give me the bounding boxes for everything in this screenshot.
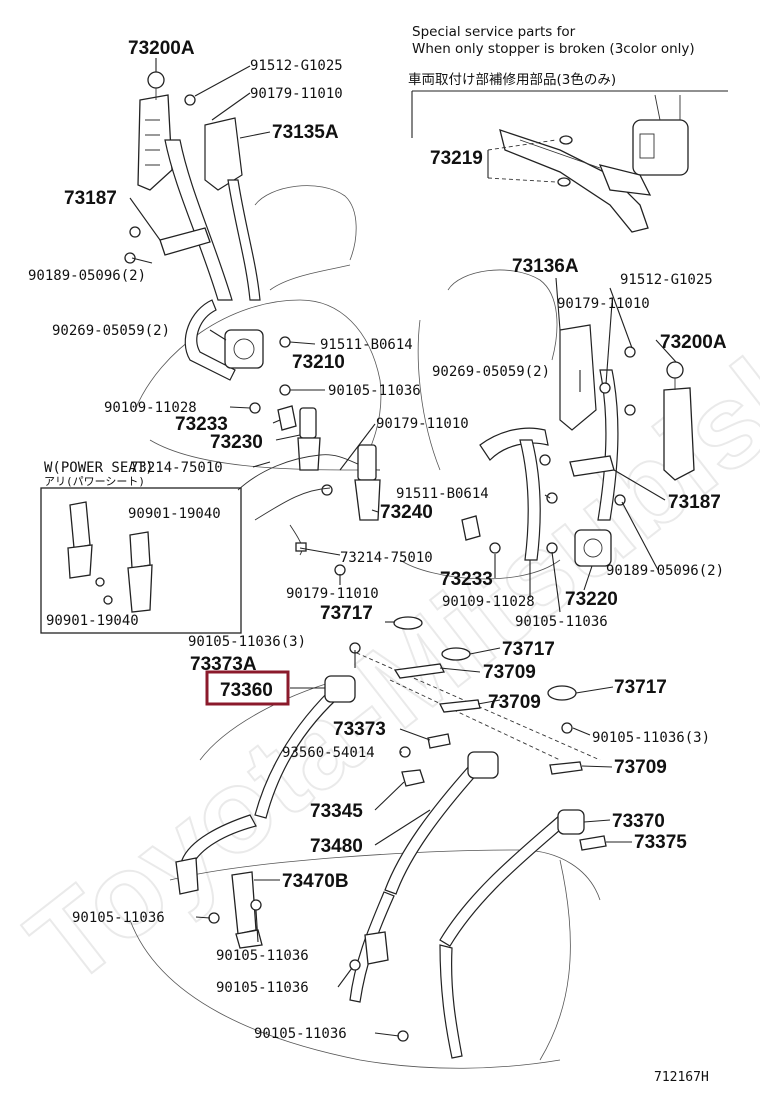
label-90105-11036-h: 90105-11036 <box>254 1026 347 1042</box>
label-90105-11036-d: 90105-11036(3) <box>592 730 710 746</box>
right-seat-outline <box>399 269 561 580</box>
label-73187-right: 73187 <box>668 492 721 513</box>
label-73220: 73220 <box>565 589 618 610</box>
note-line-2: When only stopper is broken (3color only… <box>412 41 695 57</box>
label-73240: 73240 <box>380 502 433 523</box>
label-90179-11010-right: 90179-11010 <box>557 296 650 312</box>
anchor-73200A-left <box>137 71 173 191</box>
label-90179-11010-low: 90179-11010 <box>286 586 379 602</box>
label-73717-a: 73717 <box>320 603 373 624</box>
highlighted-part-73360[interactable]: 73360 <box>205 670 290 706</box>
rear-small-parts <box>208 616 607 1042</box>
label-90901-19040-a: 90901-19040 <box>128 506 221 522</box>
label-73233-right: 73233 <box>440 569 493 590</box>
label-90269-05059-left: 90269-05059(2) <box>52 323 170 339</box>
label-93560-54014: 93560-54014 <box>282 745 375 761</box>
label-73233-left: 73233 <box>175 414 228 435</box>
power-seat-inset <box>40 487 242 634</box>
inset-title-1: W(POWER SEAT) <box>44 460 154 476</box>
figure-code: 712167H <box>654 1070 709 1085</box>
anchor-73200A-right <box>663 361 695 481</box>
bolts-right <box>489 346 636 554</box>
belt-73136A <box>479 324 619 561</box>
label-73345: 73345 <box>310 801 363 822</box>
label-90901-19040-b: 90901-19040 <box>46 613 139 629</box>
label-90269-05059-right: 90269-05059(2) <box>432 364 550 380</box>
label-73373A: 73373A <box>190 654 257 675</box>
label-73709-a: 73709 <box>483 662 536 683</box>
retractor-73220 <box>574 529 612 567</box>
buckle-73230 <box>297 407 321 471</box>
label-73200A-top: 73200A <box>128 38 195 59</box>
label-73200A-right: 73200A <box>660 332 727 353</box>
bolts-left <box>124 94 346 576</box>
label-90105-11036-b: 90105-11036(3) <box>188 634 306 650</box>
belt-73360 <box>175 675 356 895</box>
belt-73480 <box>349 751 499 1003</box>
leader-lines <box>129 58 677 1037</box>
stopper-illustration <box>487 94 689 233</box>
label-73717-c: 73717 <box>614 677 667 698</box>
inset-title-2: アリ(パワーシート) <box>44 475 145 488</box>
cover-73233-right <box>461 515 481 541</box>
cover-73233-left <box>277 405 297 431</box>
label-90105-11036-e: 90105-11036 <box>72 910 165 926</box>
label-91511-B0614-right: 91511-B0614 <box>396 486 489 502</box>
belt-73135A <box>164 117 261 381</box>
label-90109-11028-right: 90109-11028 <box>442 594 535 610</box>
label-90105-11036-a: 90105-11036 <box>328 383 421 399</box>
label-90179-11010-top: 90179-11010 <box>250 86 343 102</box>
label-73214-75010-left: 73214-75010 <box>130 460 223 476</box>
label-90105-11036-f: 90105-11036 <box>216 948 309 964</box>
label-73187-left: 73187 <box>64 188 117 209</box>
front-seat-outline <box>134 185 382 471</box>
label-90105-11036-g: 90105-11036 <box>216 980 309 996</box>
note-line-1: Special service parts for <box>412 24 576 40</box>
label-73470B: 73470B <box>282 871 349 892</box>
retractor-73210 <box>224 329 264 369</box>
label-91511-B0614-left: 91511-B0614 <box>320 337 413 353</box>
label-73214-75010-mid: 73214-75010 <box>340 550 433 566</box>
label-90105-11036-c: 90105-11036 <box>515 614 608 630</box>
label-73375: 73375 <box>634 832 687 853</box>
label-91512-G1025-top: 91512-G1025 <box>250 58 343 74</box>
buckle-73240 <box>354 444 381 521</box>
label-73135A: 73135A <box>272 122 339 143</box>
label-90189-05096-right: 90189-05096(2) <box>606 563 724 579</box>
label-73230: 73230 <box>210 432 263 453</box>
label-90189-05096-left: 90189-05096(2) <box>28 268 146 284</box>
label-73136A: 73136A <box>512 256 579 277</box>
label-90109-11028-left: 90109-11028 <box>104 400 197 416</box>
label-73709-b: 73709 <box>488 692 541 713</box>
label-73219: 73219 <box>430 148 483 169</box>
note-line-3: 車両取付け部補修用部品(3色のみ) <box>408 71 616 88</box>
label-73373: 73373 <box>333 719 386 740</box>
belt-73370 <box>439 809 585 1059</box>
label-73370: 73370 <box>612 811 665 832</box>
label-73360[interactable]: 73360 <box>220 680 273 701</box>
adjuster-73187-left <box>159 227 211 256</box>
label-73480: 73480 <box>310 836 363 857</box>
label-73709-c: 73709 <box>614 757 667 778</box>
part-labels: 73200A 91512-G1025 90179-11010 73135A 73… <box>28 38 727 1085</box>
label-73210: 73210 <box>292 352 345 373</box>
buckle-73470B <box>231 871 263 949</box>
label-91512-G1025-right: 91512-G1025 <box>620 272 713 288</box>
label-73717-b: 73717 <box>502 639 555 660</box>
label-90179-11010-mid: 90179-11010 <box>376 416 469 432</box>
